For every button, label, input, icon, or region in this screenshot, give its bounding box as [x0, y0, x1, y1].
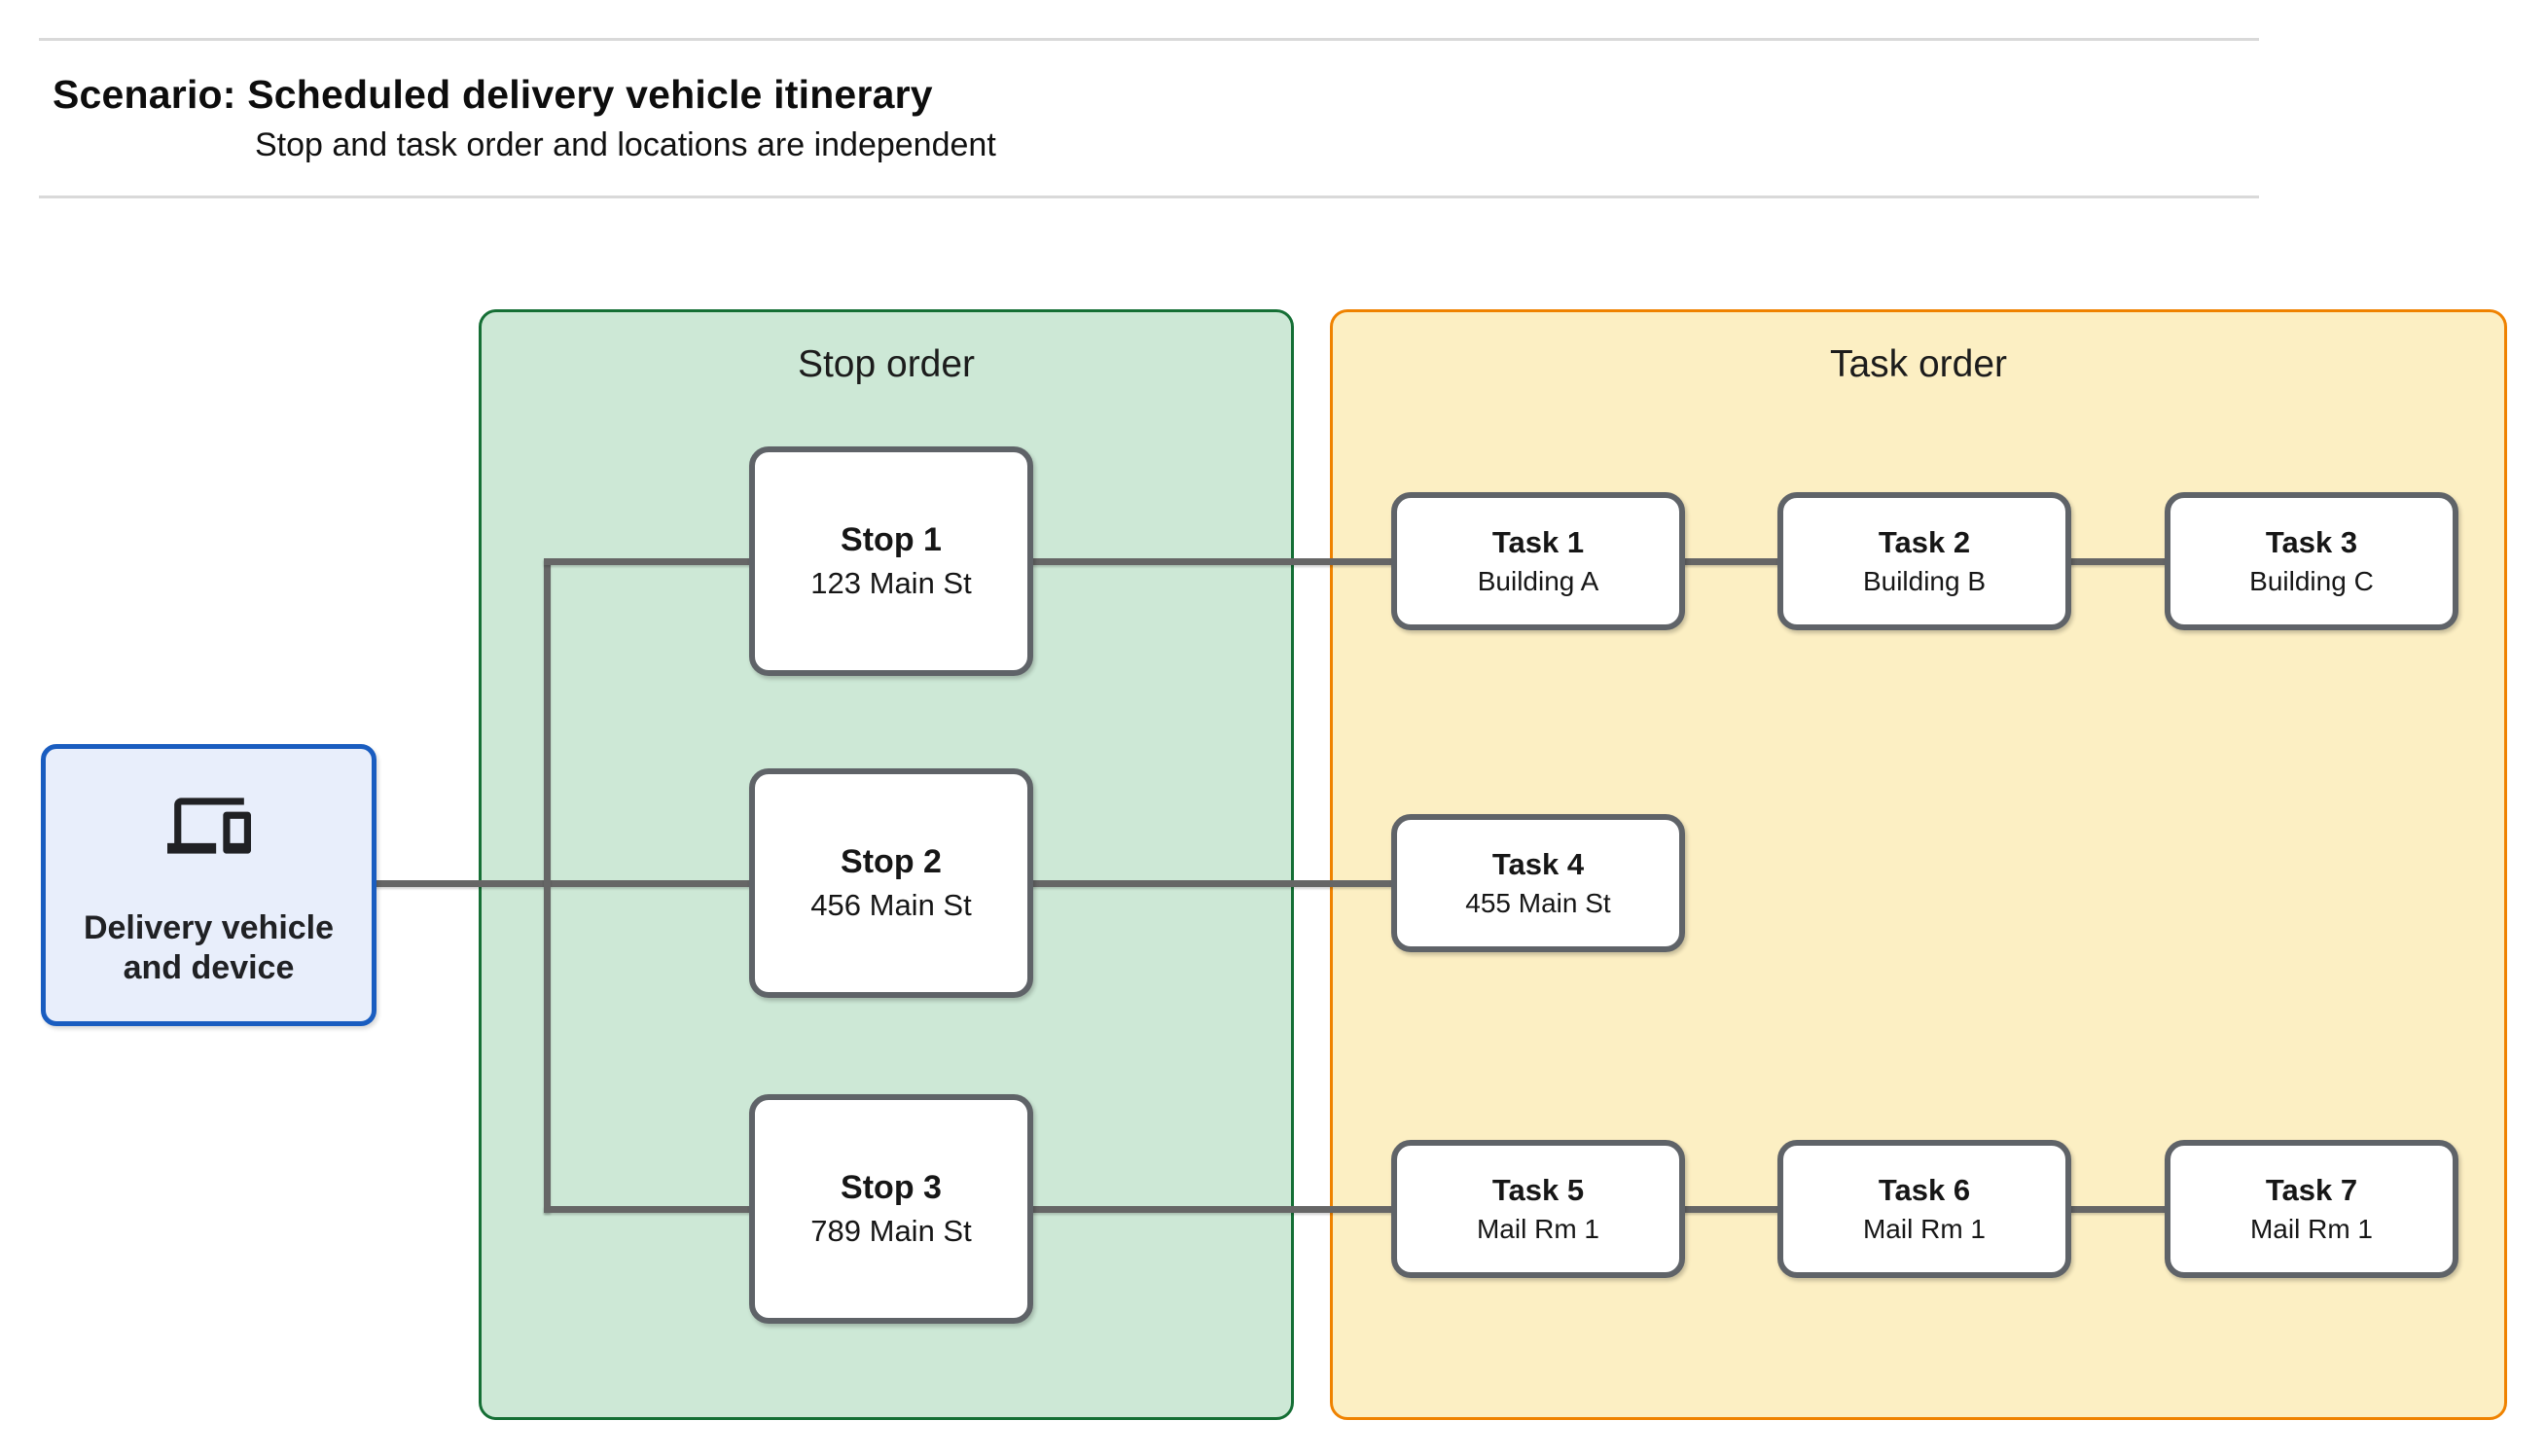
task-node-6: Task 6 Mail Rm 1 [1777, 1140, 2071, 1278]
connector-stop2-task4 [1031, 880, 1395, 887]
connector-task5-task6 [1682, 1206, 1781, 1213]
stop-order-panel-title: Stop order [797, 343, 976, 385]
task-2-location: Building B [1862, 566, 1987, 597]
task-5-location: Mail Rm 1 [1476, 1214, 1599, 1245]
page-title: Scenario: Scheduled delivery vehicle iti… [53, 72, 933, 117]
task-node-5: Task 5 Mail Rm 1 [1391, 1140, 1685, 1278]
stop-3-address: 789 Main St [810, 1214, 972, 1249]
task-1-location: Building A [1477, 566, 1599, 597]
task-5-title: Task 5 [1491, 1173, 1585, 1208]
connector-trunk-vertical [544, 558, 551, 1213]
task-6-location: Mail Rm 1 [1862, 1214, 1986, 1245]
task-3-location: Building C [2249, 566, 2374, 597]
stop-2-address: 456 Main St [810, 888, 972, 923]
header-bottom-rule [39, 195, 2259, 198]
connector-branch-stop1 [544, 558, 751, 565]
stop-node-3: Stop 3 789 Main St [749, 1094, 1033, 1324]
connector-vehicle-to-stops [375, 880, 751, 887]
task-node-3: Task 3 Building C [2165, 492, 2458, 630]
task-3-title: Task 3 [2265, 525, 2358, 560]
task-4-location: 455 Main St [1465, 888, 1611, 919]
task-order-panel-title: Task order [1829, 343, 2008, 385]
connector-task1-task2 [1682, 558, 1781, 565]
task-node-4: Task 4 455 Main St [1391, 814, 1685, 952]
task-7-location: Mail Rm 1 [2249, 1214, 2373, 1245]
task-node-7: Task 7 Mail Rm 1 [2165, 1140, 2458, 1278]
delivery-vehicle-node: Delivery vehicle and device [41, 744, 377, 1026]
task-7-title: Task 7 [2265, 1173, 2358, 1208]
page-subtitle: Stop and task order and locations are in… [255, 126, 996, 163]
header-top-rule [39, 38, 2259, 41]
stop-1-title: Stop 1 [841, 521, 942, 559]
connector-stop3-task5 [1031, 1206, 1395, 1213]
task-2-title: Task 2 [1878, 525, 1971, 560]
stop-node-2: Stop 2 456 Main St [749, 768, 1033, 998]
task-node-2: Task 2 Building B [1777, 492, 2071, 630]
connector-task6-task7 [2068, 1206, 2169, 1213]
connector-task2-task3 [2068, 558, 2169, 565]
connector-branch-stop3 [544, 1206, 751, 1213]
task-1-title: Task 1 [1491, 525, 1585, 560]
devices-icon [166, 798, 251, 854]
stop-1-address: 123 Main St [810, 566, 972, 601]
task-node-1: Task 1 Building A [1391, 492, 1685, 630]
stop-3-title: Stop 3 [841, 1169, 942, 1207]
stop-2-title: Stop 2 [841, 843, 942, 881]
stop-node-1: Stop 1 123 Main St [749, 446, 1033, 676]
task-6-title: Task 6 [1878, 1173, 1971, 1208]
connector-stop1-task1 [1031, 558, 1395, 565]
task-4-title: Task 4 [1491, 847, 1585, 882]
delivery-vehicle-label: Delivery vehicle and device [83, 909, 335, 987]
